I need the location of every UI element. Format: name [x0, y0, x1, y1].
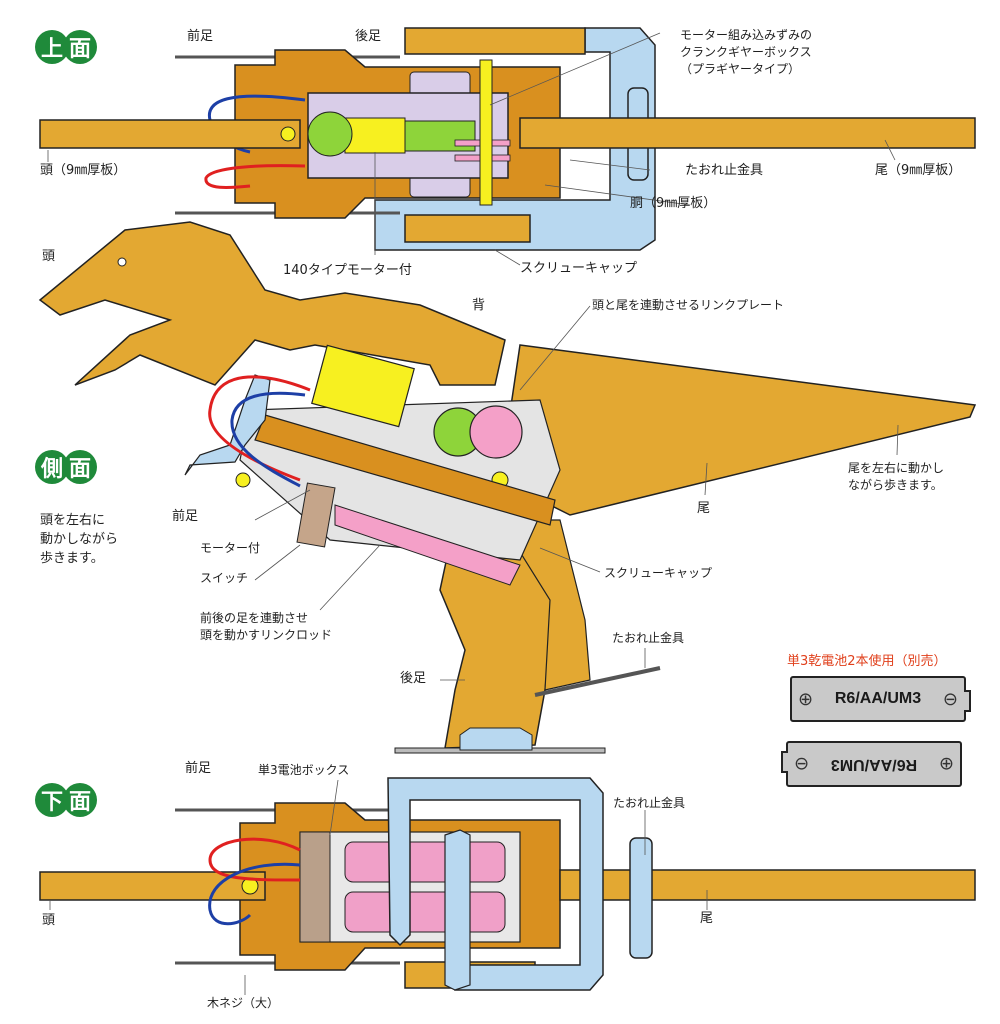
battery-aa-1: ⊕ R6/AA/UM3 ⊖ [790, 676, 971, 722]
label-side-back: 背 [472, 298, 486, 313]
side-head [38, 221, 506, 386]
label-top-rear-leg: 後足 [355, 29, 382, 44]
label-top-body: 胴（9㎜厚板） [630, 196, 717, 211]
label-bottom-front-leg: 前足 [185, 761, 212, 776]
plus-icon: ⊕ [938, 754, 954, 775]
battery-label: R6/AA/UM3 [830, 756, 918, 773]
label-side-link-plate: 頭と尾を連動させるリンクプレート [592, 298, 785, 312]
top-motor [344, 117, 406, 154]
bottom-view [39, 777, 976, 991]
label-top-front-leg: 前足 [187, 29, 214, 44]
bottom-battery-1 [344, 841, 506, 883]
label-top-fall-stopper: たおれ止金具 [685, 163, 764, 178]
label-side-fall-stopper: たおれ止金具 [612, 631, 685, 645]
battery-requirement: 単3乾電池2本使用（別売） [787, 654, 947, 669]
top-motor-endcap [307, 111, 353, 157]
minus-icon: ⊖ [794, 754, 810, 775]
side-fall-stopper [534, 666, 661, 697]
label-bottom-fall-stopper: たおれ止金具 [613, 796, 686, 810]
battery-label: R6/AA/UM3 [834, 690, 922, 707]
badge-side-view: 側 面 [35, 450, 97, 484]
badge-char: 面 [63, 783, 97, 817]
top-view [39, 27, 976, 251]
badge-top-view: 上 面 [35, 30, 97, 64]
plus-icon: ⊕ [798, 688, 814, 709]
bottom-battery-2 [344, 891, 506, 933]
label-top-motor: 140タイプモーター付 [283, 263, 412, 278]
label-side-link-rod: 前後の足を連動させ 頭を動かすリンクロッド [200, 611, 333, 642]
badge-char: 面 [63, 30, 97, 64]
side-motor [311, 344, 415, 428]
bottom-fall-stopper [387, 777, 604, 991]
side-view [38, 221, 977, 754]
bottom-tail-plank [559, 869, 976, 901]
label-bottom-wood-screw: 木ネジ（大） [207, 996, 280, 1010]
label-bottom-head: 頭 [42, 913, 56, 928]
bottom-stopper-tab [629, 837, 653, 959]
label-top-gearbox: モーター組み込みずみの クランクギヤーボックス （プラギヤータイプ） [680, 28, 813, 76]
label-side-switch: スイッチ [200, 571, 249, 585]
leader-lines [47, 32, 899, 995]
minus-icon: ⊖ [942, 688, 958, 709]
label-top-tail: 尾（9㎜厚板） [875, 163, 962, 178]
badge-bottom-view: 下 面 [35, 783, 97, 817]
side-switch [296, 482, 336, 548]
top-rear-leg-upper [404, 27, 586, 55]
label-side-front-leg: 前足 [172, 509, 199, 524]
label-side-tail: 尾 [697, 501, 711, 516]
battery-aa-2: ⊕ R6/AA/UM3 ⊖ [786, 741, 962, 787]
label-bottom-battery-box: 単3電池ボックス [258, 763, 350, 777]
side-walking-note: 頭を左右に 動かしながら 歩きます。 [40, 513, 119, 566]
label-side-motor-attached: モーター付 [200, 541, 261, 555]
top-head-plank [39, 119, 301, 149]
label-top-head: 頭（9㎜厚板） [40, 163, 127, 178]
top-tail-plank [519, 117, 976, 149]
label-side-screw-cap: スクリューキャップ [604, 566, 713, 580]
label-top-screw-cap: スクリューキャップ [520, 261, 638, 276]
top-rear-leg-lower [404, 214, 531, 243]
badge-char: 面 [63, 450, 97, 484]
label-bottom-tail: 尾 [700, 911, 714, 926]
side-pink-gear [469, 405, 523, 459]
label-side-tail-note: 尾を左右に動かし ながら歩きます。 [848, 461, 945, 492]
label-side-rear-leg: 後足 [400, 671, 427, 686]
label-side-head: 頭 [42, 249, 56, 264]
